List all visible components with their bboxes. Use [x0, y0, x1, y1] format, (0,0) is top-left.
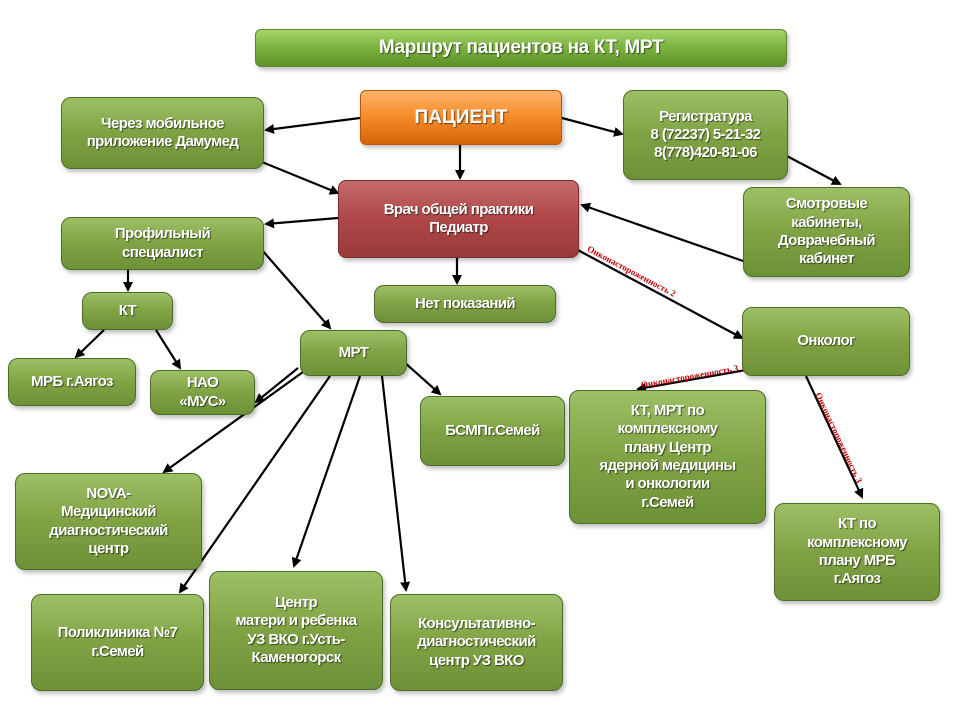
arrow-doctor-oncologist	[573, 247, 744, 339]
node-registry: Регистратура 8 (72237) 5-21-32 8(778)420…	[623, 90, 788, 180]
node-general-practitioner: Врач общей практики Педиатр	[338, 180, 579, 258]
node-nova-center: NOVA- Медицинский диагностический центр	[15, 473, 202, 570]
arrow-registry-screening	[784, 154, 842, 185]
arrow-mrt-nao	[254, 367, 299, 404]
arrow-damumed-doctor	[261, 160, 340, 195]
node-kt-mrb-ayagoz: КТ по комплексному плану МРБ г.Аягоз	[774, 503, 940, 601]
arrow-doctor-specialist	[264, 216, 339, 229]
node-profile-specialist: Профильный специалист	[61, 217, 264, 270]
node-screening-rooms: Смотровые кабинеты, Доврачебный кабинет	[743, 187, 910, 277]
node-nao-mus: НАО «МУС»	[150, 370, 255, 415]
arrow-screening-doctor	[580, 202, 747, 264]
arrow-oncologist-onco-center	[636, 368, 747, 393]
node-polyclinic-7: Поликлиника №7 г.Семей	[31, 594, 204, 691]
node-no-indications: Нет показаний	[374, 285, 556, 323]
node-patient: ПАЦИЕНТ	[360, 90, 562, 145]
arrow-mrt-mother-child	[291, 375, 362, 568]
node-damumed-app: Через мобильное приложение Дамумед	[61, 97, 264, 169]
node-mother-child-center: Центр матери и ребенка УЗ ВКО г.Усть- Ка…	[209, 571, 383, 690]
diagram-title: Маршрут пациентов на КТ, МРТ	[255, 29, 787, 67]
arrow-mrt-bsmp	[403, 361, 442, 396]
node-mrt: МРТ	[300, 330, 407, 376]
arrow-specialist-mrt	[261, 249, 332, 330]
arrow-patient-registry	[561, 116, 624, 137]
arrow-patient-damumed	[264, 116, 361, 134]
node-kt: КТ	[82, 292, 173, 330]
arrow-mrt-nova	[162, 371, 304, 474]
arrow-kt-mrb	[74, 329, 105, 359]
node-bsmp-semey: БСМПг.Семей	[420, 396, 565, 466]
arrow-mrt-consult	[380, 375, 411, 592]
node-consultative-center: Консультативно- диагностический центр УЗ…	[390, 594, 563, 691]
node-mrb-ayagoz: МРБ г.Аягоз	[8, 358, 136, 406]
node-nuclear-oncology-center: КТ, МРТ по комплексному плану Центр ядер…	[569, 390, 766, 524]
arrow-kt-nao	[155, 329, 182, 370]
arrow-oncologist-kt-mrb	[805, 375, 864, 499]
arrow-mrt-polyclinic	[178, 375, 331, 594]
node-oncologist: Онколог	[742, 307, 910, 376]
